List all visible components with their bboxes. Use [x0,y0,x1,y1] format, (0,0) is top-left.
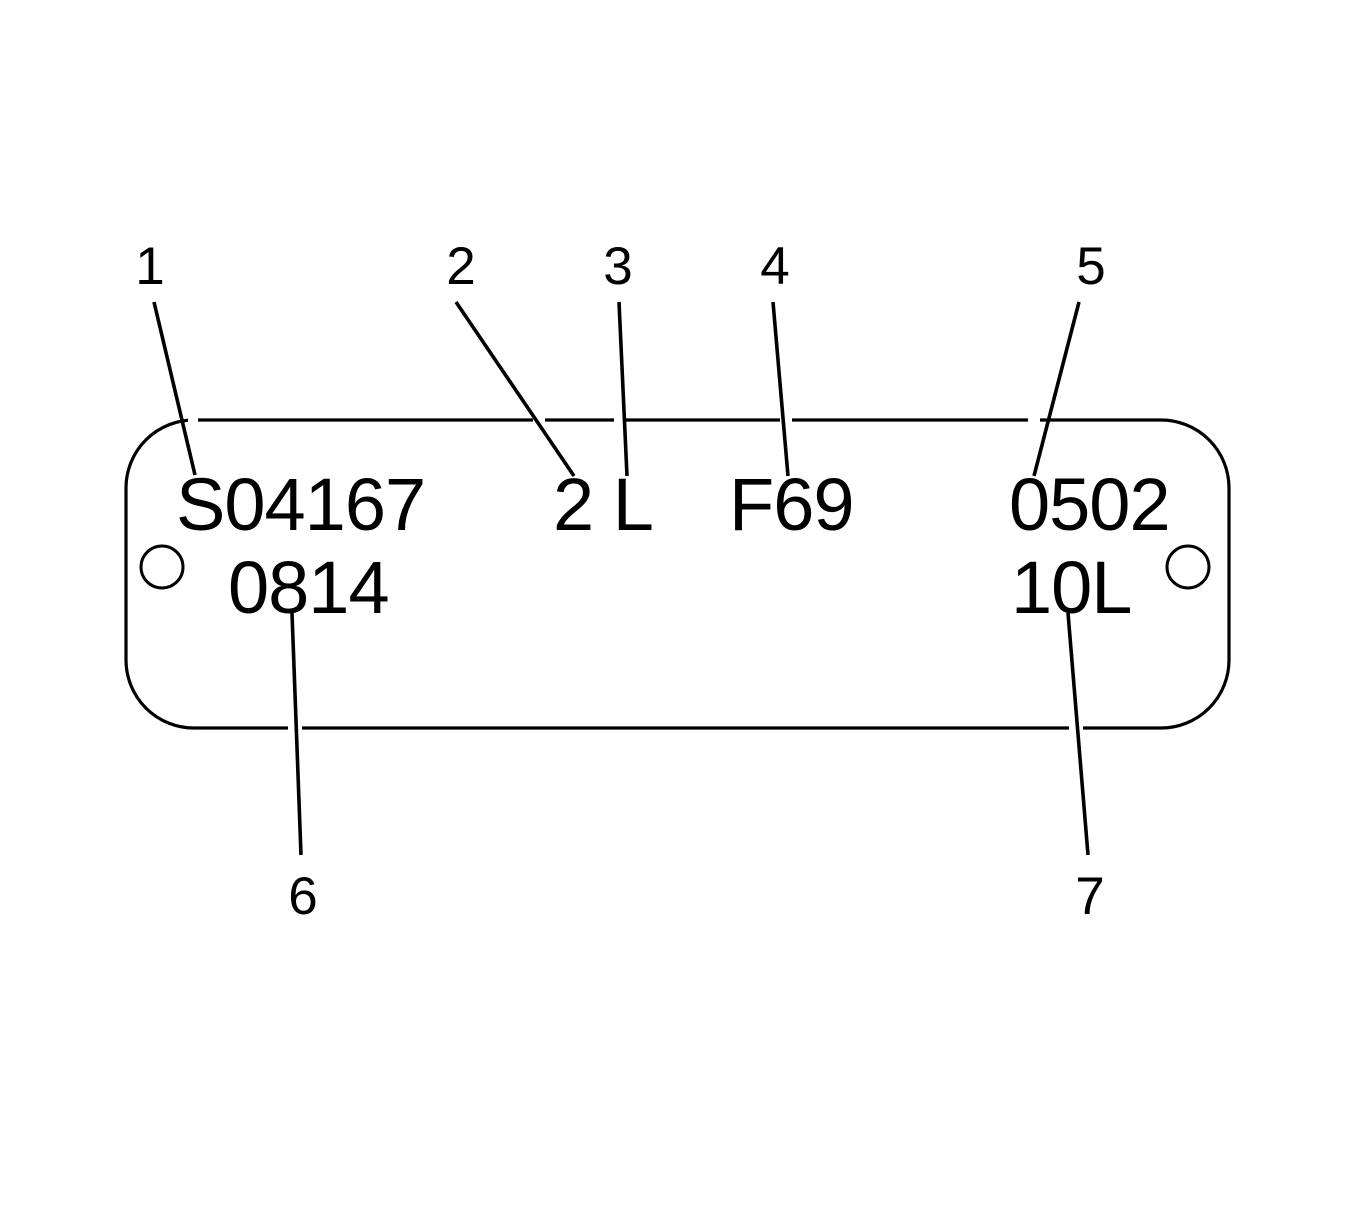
right-mounting-hole-icon [1165,544,1211,590]
id-plate [124,418,1231,730]
left-mounting-hole-icon [139,544,185,590]
leader-lines [152,300,1090,856]
leader-line-4 [771,301,790,477]
leader-line-2 [454,300,576,478]
callout-2: 2 [446,237,475,296]
leader-line-3 [617,301,629,477]
leader-line-6 [290,612,303,856]
callout-7: 7 [1075,867,1104,926]
plate-code-2l: 2 L [553,463,653,546]
leader-line-5 [1032,301,1081,477]
plate-code-f69: F69 [729,463,854,546]
plate-row-1: S04167 2 L F69 0502 [176,463,1171,546]
plate-code-10l: 10L [1011,546,1131,629]
plate-date-code: 0502 [1009,463,1170,546]
callout-6: 6 [288,867,317,926]
callout-5: 5 [1076,237,1105,296]
callout-1: 1 [135,237,164,296]
callout-numbers: 1 2 3 4 5 6 7 [135,237,1105,926]
callout-3: 3 [603,237,632,296]
plate-outline [124,418,1231,730]
plate-code-0814: 0814 [228,546,389,629]
leader-line-1 [152,301,197,476]
leader-line-7 [1066,612,1090,856]
plate-serial: S04167 [176,463,425,546]
callout-4: 4 [760,237,789,296]
plate-row-2: 0814 10L [228,546,1132,629]
